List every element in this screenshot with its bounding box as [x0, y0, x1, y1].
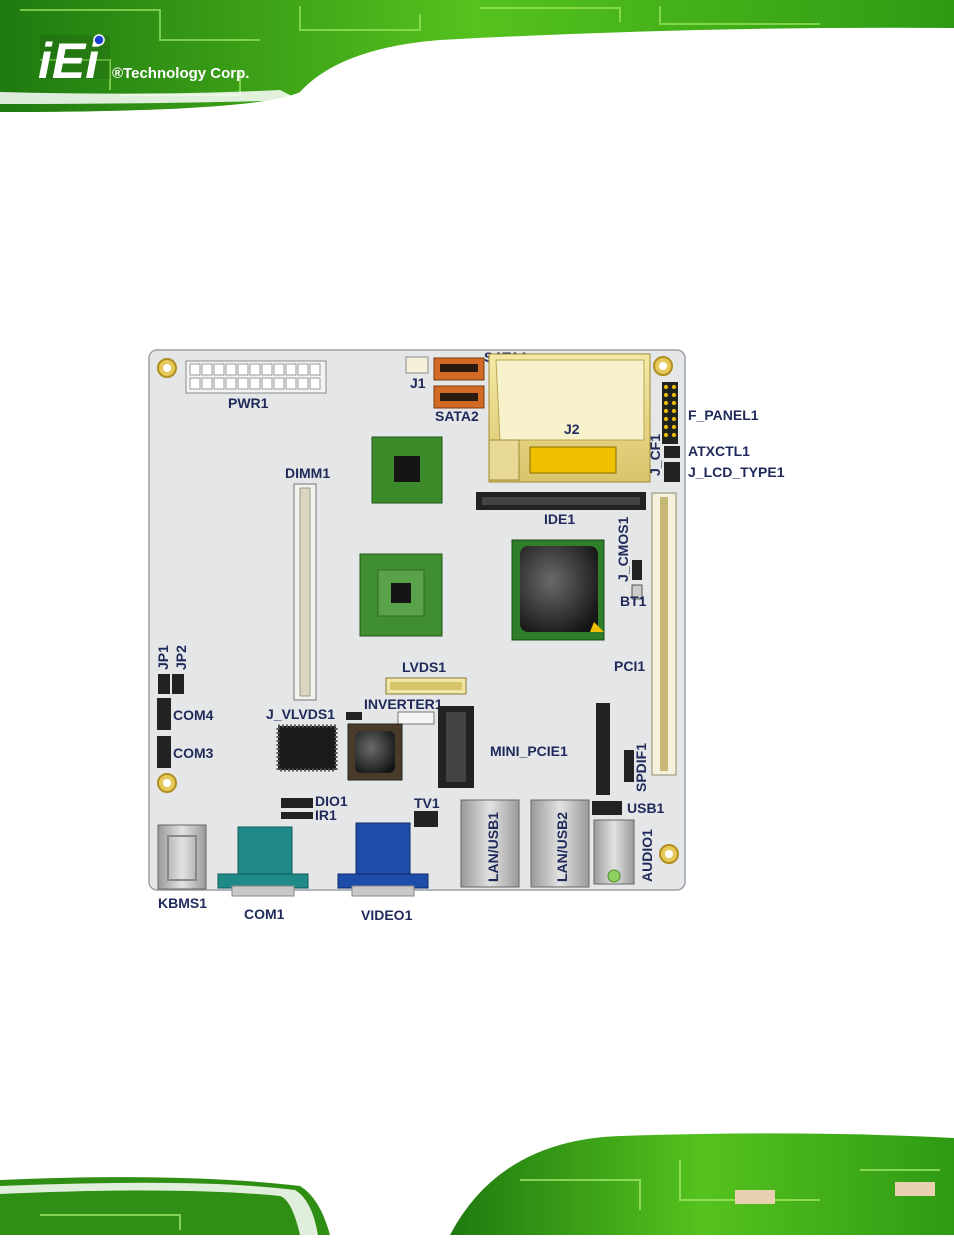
- dio1-header: [281, 798, 313, 808]
- label-com4: COM4: [173, 707, 214, 723]
- ide1-connector: [476, 492, 646, 510]
- jp2-jumper: [172, 674, 184, 694]
- label-sata2: SATA2: [435, 408, 479, 424]
- label-pci1: PCI1: [614, 658, 645, 674]
- f-panel1-header: [662, 382, 678, 444]
- sata1-connector: [434, 358, 484, 380]
- label-lan-usb1: LAN/USB1: [485, 812, 501, 882]
- header-banner: iEi ®Technology Corp.: [0, 0, 954, 112]
- logo-text: iEi: [38, 33, 100, 89]
- mini-pcie1-slot: [438, 706, 474, 788]
- motherboard: PWR1 J1 SATA1 SATA2 J2 F_PANEL1: [149, 349, 785, 923]
- superio-chip: [278, 726, 336, 770]
- sata2-connector: [434, 386, 484, 408]
- label-com3: COM3: [173, 745, 214, 761]
- usb1-header: [592, 801, 622, 815]
- label-mini-pcie1: MINI_PCIE1: [490, 743, 568, 759]
- northbridge-chip: [360, 554, 442, 636]
- com3-header: [157, 736, 171, 768]
- label-j-lcd-type1: J_LCD_TYPE1: [688, 464, 785, 480]
- label-tv1: TV1: [414, 795, 440, 811]
- dimm1-slot: [294, 484, 316, 700]
- label-ide1: IDE1: [544, 511, 575, 527]
- label-spdif1: SPDIF1: [633, 743, 649, 792]
- pwr1-connector: [186, 361, 326, 393]
- j-lcd-type1-header: [664, 462, 680, 482]
- j-vlvds1-jumper: [346, 712, 362, 720]
- label-ir1: IR1: [315, 807, 337, 823]
- spdif1-connector: [596, 703, 610, 795]
- audio1-jack: [594, 820, 634, 884]
- j1-connector: [406, 357, 428, 373]
- pci1-slot: [652, 493, 676, 775]
- label-audio1: AUDIO1: [639, 829, 655, 882]
- label-jp1: JP1: [155, 645, 171, 670]
- label-j-cf1: J_CF1: [647, 434, 663, 476]
- kbms1-port: [158, 825, 206, 889]
- tv1-header: [414, 811, 438, 827]
- jp1-jumper: [158, 674, 170, 694]
- j2-cf-slot: [489, 354, 650, 482]
- label-pwr1: PWR1: [228, 395, 269, 411]
- label-atxctl1: ATXCTL1: [688, 443, 750, 459]
- inverter1-connector: [398, 712, 434, 724]
- atxctl1-header: [664, 446, 680, 458]
- label-video1: VIDEO1: [361, 907, 413, 923]
- label-j2: J2: [564, 421, 580, 437]
- cpu-chip: [372, 437, 442, 503]
- j-cmos1-jumper: [632, 560, 642, 580]
- label-jp2: JP2: [173, 645, 189, 670]
- lvds1-connector: [386, 678, 466, 694]
- label-j-cmos1: J_CMOS1: [615, 516, 631, 582]
- label-usb1: USB1: [627, 800, 665, 816]
- label-com1: COM1: [244, 906, 285, 922]
- label-f-panel1: F_PANEL1: [688, 407, 759, 423]
- label-lvds1: LVDS1: [402, 659, 446, 675]
- label-dimm1: DIMM1: [285, 465, 330, 481]
- com4-header: [157, 698, 171, 730]
- label-lan-usb2: LAN/USB2: [554, 812, 570, 882]
- company-name: ®Technology Corp.: [112, 65, 249, 82]
- label-inverter1: INVERTER1: [364, 696, 443, 712]
- footer-banner: [0, 1133, 954, 1235]
- ir1-header: [281, 812, 313, 819]
- label-kbms1: KBMS1: [158, 895, 207, 911]
- label-j-vlvds1: J_VLVDS1: [266, 706, 335, 722]
- label-j1: J1: [410, 375, 426, 391]
- bios-chip: [348, 724, 402, 780]
- label-bt1: BT1: [620, 593, 647, 609]
- southbridge-chip: [512, 540, 604, 640]
